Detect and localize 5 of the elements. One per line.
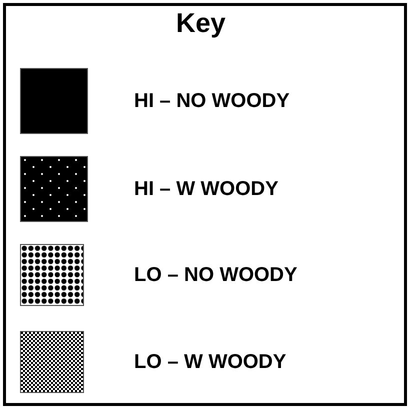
legend-label: HI – W WOODY: [134, 178, 278, 200]
legend-title: Key: [176, 8, 226, 39]
legend-label: LO – NO WOODY: [134, 264, 298, 286]
legend-label: HI – NO WOODY: [134, 90, 290, 112]
legend-label: LO – W WOODY: [134, 350, 286, 374]
